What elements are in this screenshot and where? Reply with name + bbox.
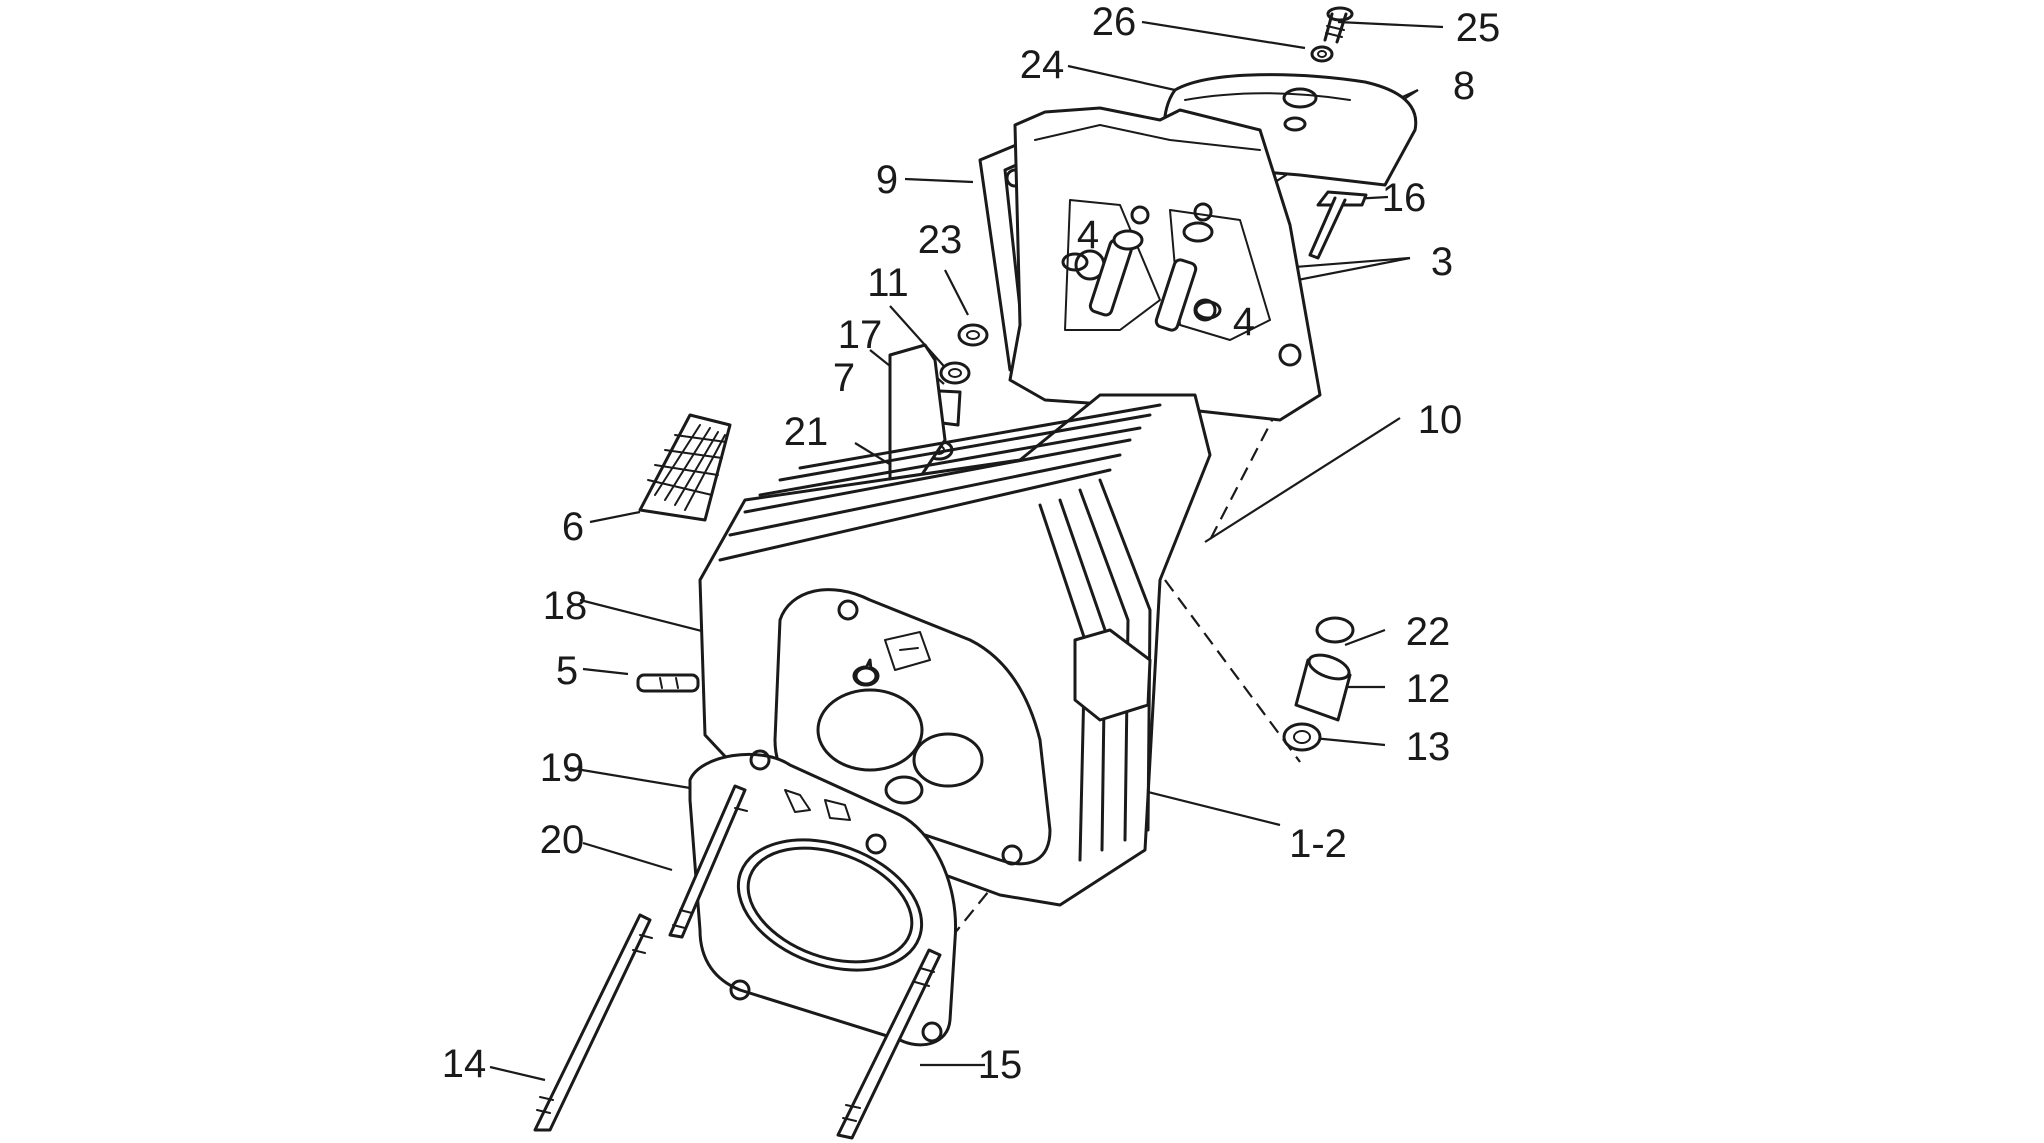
callout-10: 10: [1417, 398, 1463, 442]
callout-23: 23: [917, 218, 963, 262]
cover-bolt: [1310, 6, 1354, 63]
callout-25: 25: [1455, 6, 1501, 50]
callout-18: 18: [542, 584, 588, 628]
callout-6: 6: [561, 505, 585, 549]
callout-14: 14: [441, 1042, 487, 1086]
callout-21: 21: [783, 410, 829, 454]
callout-19: 19: [539, 746, 585, 790]
long-studs: [533, 784, 942, 1140]
callout-7: 7: [832, 356, 856, 400]
strainer: [638, 413, 732, 522]
callout-26: 26: [1091, 0, 1137, 44]
bushing-set: [1282, 616, 1355, 752]
callout-1-2: 1-2: [1289, 822, 1347, 866]
callout-11: 11: [867, 261, 909, 305]
callout-24: 24: [1019, 43, 1065, 87]
callout-12: 12: [1405, 667, 1451, 711]
callout-15: 15: [977, 1043, 1023, 1087]
callout-9: 9: [875, 158, 899, 202]
rocker-box: [1008, 106, 1322, 422]
head-gasket: [688, 749, 958, 1047]
plug: [854, 666, 878, 686]
callout-13: 13: [1405, 725, 1451, 769]
callout-4-lower: 4: [1232, 300, 1256, 344]
callout-17: 17: [837, 313, 883, 357]
callout-5: 5: [555, 649, 579, 693]
pushrod-tubes: [1061, 202, 1222, 332]
callout-22: 22: [1405, 610, 1451, 654]
callout-8: 8: [1452, 64, 1476, 108]
callout-20: 20: [539, 818, 585, 862]
callout-4: 4: [1076, 213, 1100, 257]
stud: [1308, 190, 1368, 260]
cylinder-head: [698, 393, 1212, 907]
dowel-pin: [636, 673, 700, 693]
callout-3: 3: [1430, 240, 1454, 284]
callout-16: 16: [1381, 176, 1427, 220]
